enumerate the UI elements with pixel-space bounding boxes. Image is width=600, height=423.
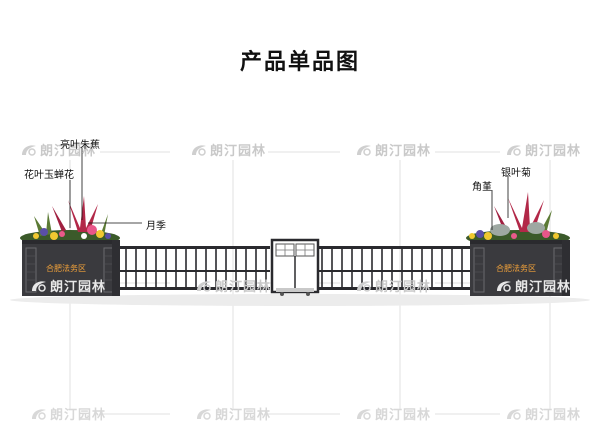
brand-logo-icon	[507, 144, 521, 156]
page-title: 产品单品图	[239, 50, 360, 75]
watermark-text: 朗汀园林	[525, 408, 582, 423]
watermark-text: 朗汀园林	[210, 144, 267, 159]
watermark-text: 朗汀园林	[375, 408, 432, 423]
planter-sign-left: 合肥法务区	[46, 264, 86, 273]
brand-logo-icon	[197, 280, 211, 292]
watermark: 朗汀园林	[505, 404, 581, 423]
brand-logo-icon	[357, 144, 371, 156]
watermark-text: 朗汀园林	[215, 408, 272, 423]
brand-logo-icon	[22, 144, 36, 156]
watermark-text: 朗汀园林	[525, 144, 582, 159]
label-huaye-yuchanhua: 花叶玉蝉花	[24, 170, 74, 181]
fence-left	[118, 246, 270, 290]
fence-right	[318, 246, 470, 290]
ground-shadow	[10, 294, 590, 306]
watermark: 朗汀园林	[30, 276, 106, 295]
brand-logo-icon	[197, 408, 211, 420]
brand-logo-icon	[507, 408, 521, 420]
watermark: 朗汀园林	[20, 140, 96, 159]
watermark: 朗汀园林	[195, 404, 271, 423]
brand-logo-icon	[357, 280, 371, 292]
watermark-text: 朗汀园林	[50, 280, 107, 295]
watermark-text: 朗汀园林	[375, 280, 432, 295]
watermark: 朗汀园林	[495, 276, 571, 295]
brand-logo-icon	[32, 408, 46, 420]
label-liangye-zhujiao: 亮叶朱蕉	[60, 140, 100, 151]
watermark-text: 朗汀园林	[215, 280, 272, 295]
watermark: 朗汀园林	[505, 140, 581, 159]
label-jiaojin: 角堇	[472, 182, 492, 193]
watermark: 朗汀园林	[355, 276, 431, 295]
watermark: 朗汀园林	[355, 140, 431, 159]
watermark-text: 朗汀园林	[515, 280, 572, 295]
left-planter	[22, 240, 120, 296]
brand-logo-icon	[32, 280, 46, 292]
watermark: 朗汀园林	[355, 404, 431, 423]
watermark: 朗汀园林	[195, 276, 271, 295]
watermark-text: 朗汀园林	[50, 408, 107, 423]
watermark: 朗汀园林	[190, 140, 266, 159]
label-yueji: 月季	[146, 221, 166, 232]
brand-logo-icon	[192, 144, 206, 156]
right-planter	[470, 240, 570, 296]
watermark: 朗汀园林	[30, 404, 106, 423]
brand-logo-icon	[357, 408, 371, 420]
watermark-text: 朗汀园林	[40, 144, 97, 159]
right-plants	[466, 192, 570, 246]
planter-sign-right: 合肥法务区	[496, 264, 536, 273]
label-yinye-ju: 银叶菊	[501, 168, 531, 179]
leader-lines	[69, 148, 509, 230]
watermark-text: 朗汀园林	[375, 144, 432, 159]
brand-logo-icon	[497, 280, 511, 292]
center-gate	[270, 238, 320, 296]
